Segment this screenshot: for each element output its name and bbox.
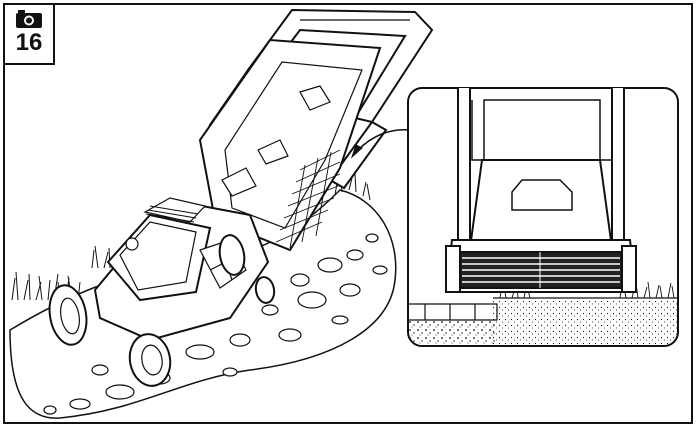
inset-ground-gravel: [408, 320, 497, 346]
mower-wheels: [48, 234, 276, 387]
callout-arrow: [357, 128, 411, 151]
grass-catcher: [198, 38, 382, 252]
arrow-head: [350, 144, 363, 159]
figure-badge: 16: [3, 3, 55, 65]
mower-body: [93, 197, 270, 342]
inset-detail: [407, 87, 679, 347]
camera-icon: [16, 10, 42, 28]
figure-number: 16: [15, 29, 43, 56]
inset-mower-deck: [444, 239, 638, 293]
inset-ground-soil: [493, 298, 678, 346]
